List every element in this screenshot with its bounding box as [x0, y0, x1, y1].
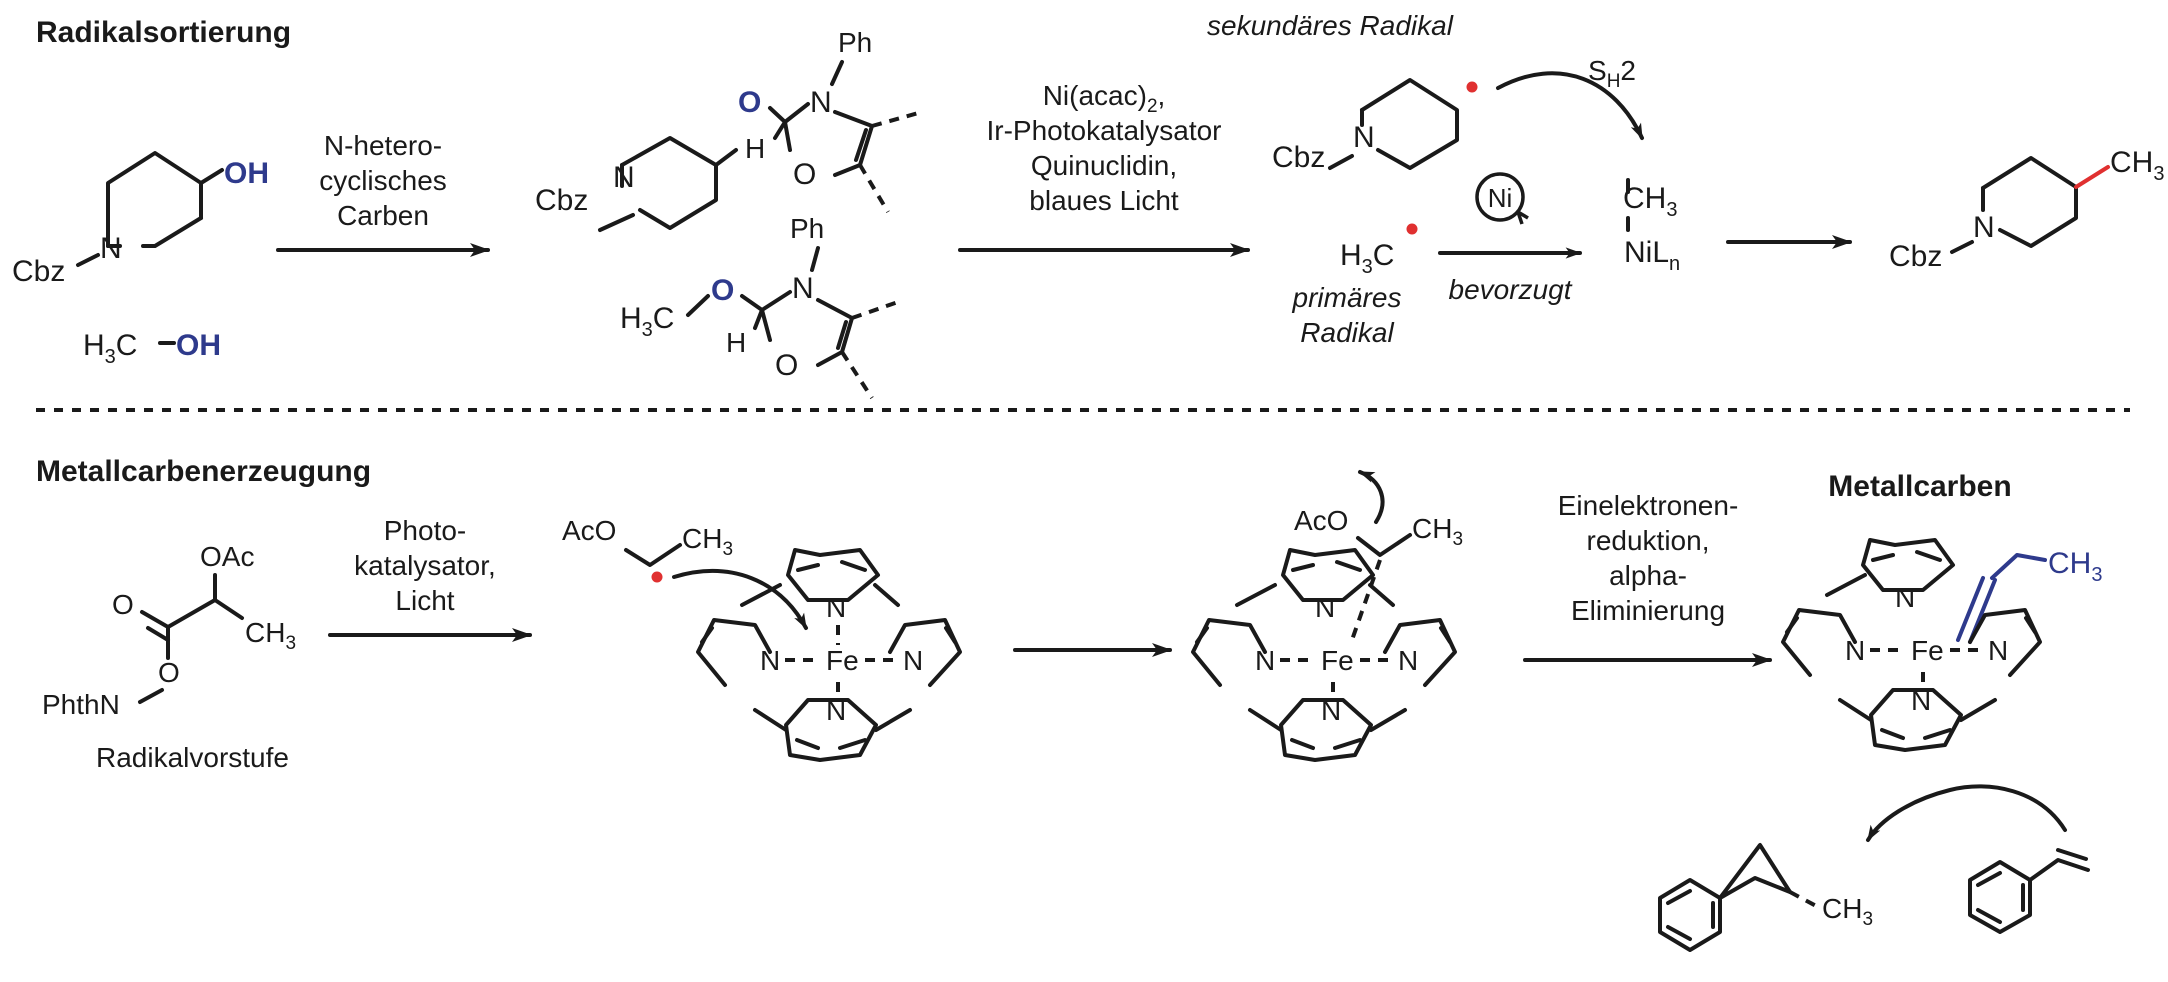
porph2-n-right: N: [1398, 645, 1418, 676]
primary-radical-dot: [1406, 223, 1418, 235]
primary-radical-label-line2: Radikal: [1300, 317, 1394, 348]
styrene-structure: [1968, 848, 2090, 934]
condition-nhc-line1: N-hetero-: [324, 130, 442, 161]
cyclopropane-methyl: CH3: [1822, 893, 1873, 930]
adduct2-methyl: H3C: [620, 302, 674, 341]
adduct1-cbz: Cbz: [535, 184, 588, 217]
adduct1-ether-o: O: [738, 86, 761, 119]
nickel-label: Ni: [1488, 183, 1513, 213]
condition-photo-line2: katalysator,: [354, 550, 496, 581]
adduct2-ring-o: O: [775, 349, 798, 382]
carbene-n-bottom: N: [1911, 685, 1931, 716]
precursor-carbonyl-o: O: [112, 589, 134, 620]
sh2-curved-arrow: [1496, 71, 1644, 140]
precursor-label: Radikalvorstufe: [96, 742, 289, 773]
carbene-n-left: N: [1845, 635, 1865, 666]
acetate-leaving-arrow: [1358, 470, 1385, 524]
complex-nickel: NiLn: [1624, 236, 1680, 275]
piperidinol-structure: N Cbz OH: [12, 151, 269, 288]
precursor-oac: OAc: [200, 541, 254, 572]
radical-attack-arrow: [672, 569, 808, 630]
radical-dot: [651, 571, 663, 583]
adduct1-imid-n: N: [810, 86, 832, 119]
condition-nhc-line2: cyclisches: [319, 165, 447, 196]
secondary-radical-dot: [1466, 81, 1478, 93]
porph1-n-left: N: [760, 645, 780, 676]
adduct1-ring-n: N: [613, 161, 635, 194]
primary-radical: H3C: [1340, 223, 1418, 278]
carbene-fe: Fe: [1911, 635, 1944, 666]
piperidine-n-label: N: [100, 232, 122, 265]
primary-radical-methyl: H3C: [1340, 239, 1394, 278]
porph2-aco: AcO: [1294, 505, 1348, 536]
radical-methyl: CH3: [682, 523, 733, 560]
secondary-radical-structure: N Cbz: [1272, 78, 1478, 174]
carbene-n-top: N: [1895, 582, 1915, 613]
metal-carbene-title: Metallcarben: [1828, 470, 2011, 503]
condition-blue-light: blaues Licht: [1029, 185, 1179, 216]
adduct1-ring-o: O: [793, 158, 816, 191]
condition-reduction-line3: alpha-: [1609, 560, 1687, 591]
methanol-oh-label: OH: [176, 329, 221, 362]
adduct2-h: H: [726, 327, 746, 358]
precursor-methyl: CH3: [245, 617, 296, 654]
cbz-label-start: Cbz: [12, 255, 65, 288]
product-n: N: [1973, 211, 1995, 244]
cyclopropane-product: CH3: [1658, 843, 1873, 952]
nickel-cycle-icon: Ni: [1475, 172, 1529, 225]
iron-porphyrin-2: AcO CH3 N N N N Fe: [1191, 470, 1463, 762]
adduct2-phenyl: Ph: [790, 213, 824, 244]
secondary-radical-cbz: Cbz: [1272, 141, 1325, 174]
condition-photo-line3: Licht: [395, 585, 454, 616]
porph2-n-left: N: [1255, 645, 1275, 676]
porph1-n-right: N: [903, 645, 923, 676]
section-title-metal-carbene: Metallcarbenerzeugung: [36, 455, 371, 488]
preferred-label: bevorzugt: [1449, 274, 1573, 305]
condition-quinuclidine: Quinuclidin,: [1031, 150, 1177, 181]
precursor-phthn: PhthN: [42, 689, 120, 720]
cyclopropanation-arrow: [1866, 784, 2067, 842]
adduct1-h: H: [745, 133, 765, 164]
iron-porphyrin-1: N N N N Fe: [696, 548, 962, 762]
condition-reduction-line4: Eliminierung: [1571, 595, 1725, 626]
methylpiperidine-product: N Cbz CH3: [1889, 146, 2164, 273]
porph1-n-top: N: [826, 592, 846, 623]
section-title-radical-sorting: Radikalsortierung: [36, 16, 291, 49]
condition-photo-line1: Photo-: [384, 515, 467, 546]
adduct2-imid-n: N: [792, 272, 814, 305]
condition-reduction-line1: Einelektronen-: [1558, 490, 1739, 521]
porph2-n-bottom: N: [1321, 695, 1341, 726]
carbene-n-right: N: [1988, 635, 2008, 666]
nhc-adduct-methyl: H3C O H N Ph O: [620, 213, 899, 400]
porph1-fe: Fe: [826, 645, 859, 676]
porph1-n-bottom: N: [826, 695, 846, 726]
product-cbz: Cbz: [1889, 240, 1942, 273]
secondary-radical-label: sekundäres Radikal: [1207, 10, 1454, 41]
methanol-carbon-label: H3C: [83, 329, 137, 368]
porph2-fe: Fe: [1321, 645, 1354, 676]
porph2-n-top: N: [1315, 592, 1335, 623]
secondary-radical-n: N: [1353, 121, 1375, 154]
precursor-ester-o: O: [158, 657, 180, 688]
nhc-adduct-piperidinyl: N Cbz O H N Ph O: [535, 27, 923, 232]
radical-aco: AcO: [562, 515, 616, 546]
condition-reduction-line2: reduktion,: [1587, 525, 1710, 556]
adduct1-phenyl: Ph: [838, 27, 872, 58]
condition-ir-photocatalyst: Ir-Photokatalysator: [987, 115, 1222, 146]
condition-ni-acac: Ni(acac)2,: [1043, 80, 1166, 117]
iron-carbene-porphyrin: CH3 N N N N Fe: [1781, 538, 2102, 752]
methanol-structure: H3C OH: [83, 329, 221, 368]
product-methyl: CH3: [2110, 146, 2164, 185]
alkyl-nickel-complex: CH3 NiLn: [1623, 178, 1680, 275]
condition-nhc-line3: Carben: [337, 200, 429, 231]
hydroxyl-label: OH: [224, 157, 269, 190]
porph2-methyl: CH3: [1412, 513, 1463, 550]
radical-precursor-structure: OAc CH3 O O PhthN: [42, 541, 296, 720]
alkyl-radical: AcO CH3: [562, 515, 733, 583]
carbene-methyl: CH3: [2048, 547, 2102, 586]
adduct2-ether-o: O: [711, 274, 734, 307]
primary-radical-label-line1: primäres: [1292, 282, 1402, 313]
complex-methyl: CH3: [1623, 182, 1677, 221]
